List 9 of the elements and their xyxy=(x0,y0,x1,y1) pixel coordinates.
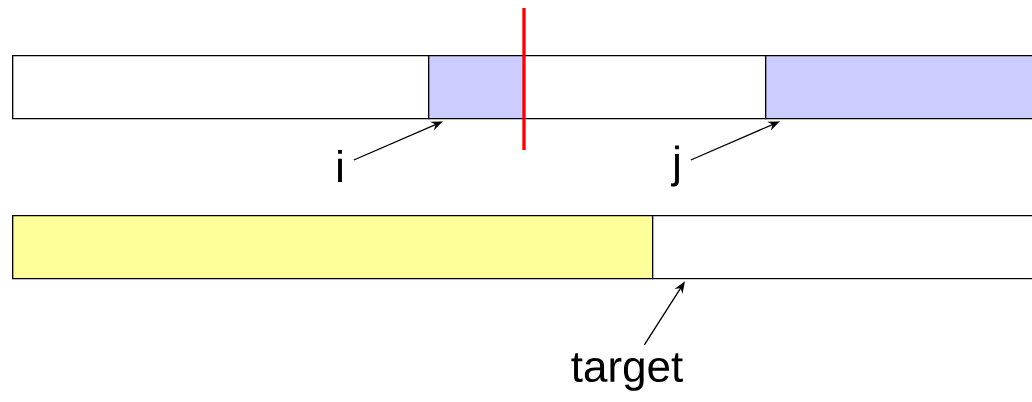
array-cell xyxy=(12,55,430,120)
array-cell xyxy=(428,55,525,120)
pointer-label: target xyxy=(571,353,683,391)
array-cell xyxy=(12,215,654,280)
array-cell xyxy=(765,55,1032,120)
pointer-label: i xyxy=(338,150,342,182)
array-cell xyxy=(652,215,1032,280)
array-cell xyxy=(523,55,767,120)
pointer-label: j xyxy=(671,145,679,187)
